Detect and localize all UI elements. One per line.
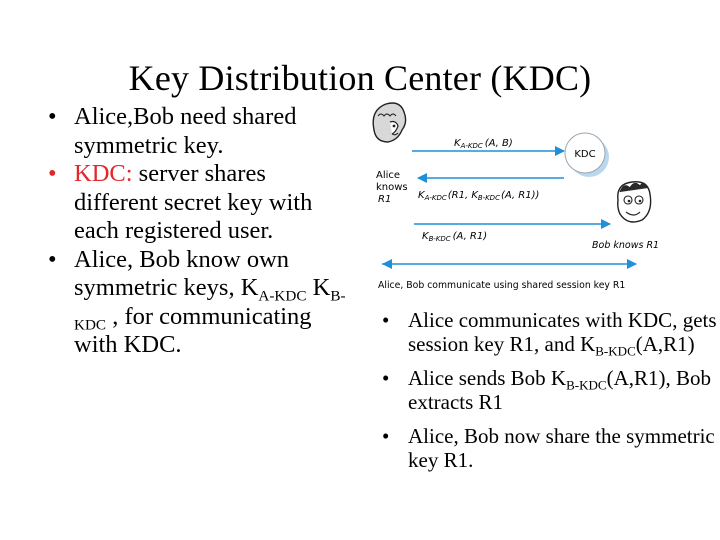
subscript: A-KDC [258,287,307,305]
subscript: B-KDC [74,287,346,333]
subscript: B-KDC [566,377,607,393]
bullet-text: Alice, Bob now share the symmetric key R… [408,424,715,472]
bullet-item: • Alice sends Bob KB-KDC(A,R1), Bob extr… [382,366,718,414]
bullet-item: • Alice, Bob now share the symmetric key… [382,424,718,472]
alice-figure [372,102,407,143]
arrowhead-left [382,259,392,269]
bullet-text: , for communicating with KDC. [74,302,312,359]
bullet-item: • Alice communicates with KDC, gets sess… [382,308,718,359]
diagram-caption: Alice, Bob communicate using shared sess… [378,280,625,291]
kdc-diagram: KDC KA-KDC(A, B) KA-KDC(R1, KB-KDC(A, R1… [372,102,659,291]
bullet-text: (A,R1) [635,332,695,356]
bullet-text: Alice,Bob need shared symmetric key. [74,103,297,159]
bullet-item: • Alice,Bob need shared symmetric key. [48,103,348,160]
alice-knows-line3: R1 [378,194,391,205]
bullet-highlight: KDC: [74,160,133,187]
kdc-label: KDC [574,149,595,160]
kdc-node: KDC [564,132,609,177]
bullet-dot: • [48,103,57,130]
bullet-dot: • [48,160,57,187]
bob-figure [617,181,652,223]
alice-knows-line1: Alice [376,170,400,181]
bullet-text: (A,R1), Bob extracts R1 [408,366,711,414]
left-bullet-list: • Alice,Bob need shared symmetric key. •… [48,103,348,360]
alice-knows-line2: knows [376,182,408,193]
bullet-dot: • [48,245,57,273]
bullet-dot: • [382,424,390,448]
bullet-item: • KDC: server shares different secret ke… [48,160,348,246]
slide-title: Key Distribution Center (KDC) [128,58,592,98]
msg1-label: KA-KDC(A, B) [454,138,513,150]
bullet-dot: • [382,308,390,332]
bullet-text: Alice communicates with KDC, gets sessio… [408,308,717,356]
msg3-label: KB-KDC(A, R1) [422,231,487,243]
subscript: B-KDC [595,343,636,359]
bullet-item: • Alice, Bob know own symmetric keys, KA… [48,246,348,360]
bullet-text: Alice sends Bob K [408,366,567,390]
right-bullet-list: • Alice communicates with KDC, gets sess… [382,308,718,482]
msg2-label: KA-KDC(R1, KB-KDC(A, R1)) [418,190,539,202]
bullet-text: Alice, Bob know own symmetric keys, K [74,245,290,302]
bullet-text: K [306,274,331,301]
bullet-text: server shares different secret key with … [74,160,313,244]
bullet-dot: • [382,366,390,390]
bob-knows-label: Bob knows R1 [592,240,659,251]
